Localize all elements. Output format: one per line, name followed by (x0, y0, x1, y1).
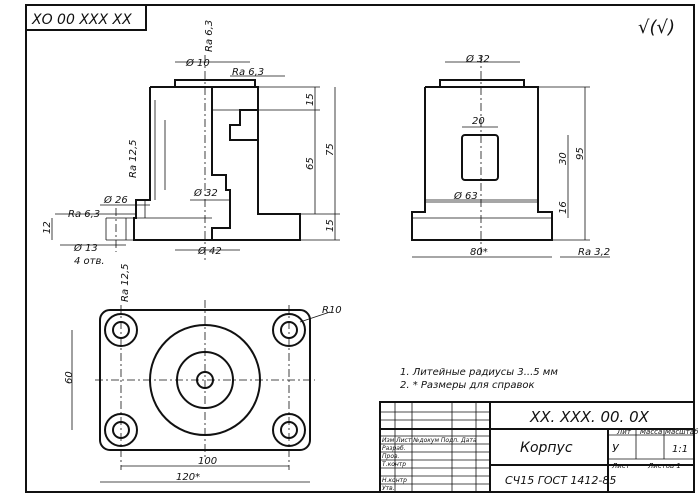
row-razrab: Разраб. (382, 445, 406, 452)
dim-75: 75 (325, 143, 336, 156)
dim-12: 12 (42, 221, 53, 234)
dim-20: 20 (472, 116, 485, 127)
dim-4-holes: 4 отв. (74, 256, 105, 267)
roughness-ra-125-lower: Ra 12,5 (120, 263, 131, 302)
note-1: 1. Литейные радиусы 3...5 мм (400, 367, 558, 378)
front-view (105, 55, 301, 260)
dim-30: 30 (558, 152, 569, 165)
top-view-dimensions: R10 60 100 120* (64, 305, 342, 483)
dim-80-ref: 80* (470, 247, 488, 258)
roughness-general-mark: √(√) (638, 17, 675, 38)
front-view-dimensions: Ø 10 Ra 6,3 Ra 6,3 15 65 75 15 Ra 12,5 Ø… (42, 20, 340, 302)
sheet-label: Лист (611, 462, 631, 470)
top-view (95, 300, 315, 470)
row-nkontr: Н.контр (382, 477, 407, 484)
dim-r10: R10 (322, 305, 342, 316)
dim-120-ref: 120* (176, 472, 200, 483)
dim-d32: Ø 32 (193, 187, 218, 199)
dim-100: 100 (198, 456, 217, 467)
row-izm: Изм Лист №докум Подп. Дата (382, 437, 477, 444)
roughness-ra-125-upper: Ra 12,5 (128, 139, 139, 178)
row-tkontr: Т.контр (382, 461, 406, 468)
dim-95: 95 (575, 147, 586, 160)
dim-16: 16 (558, 201, 569, 214)
dim-15-top: 15 (305, 93, 316, 106)
rotated-designation: ХО 00 ХХХ ХХ (31, 12, 132, 28)
roughness-ra-63-vertical: Ra 6,3 (204, 20, 215, 52)
row-prov: Пров. (382, 453, 400, 460)
side-view-dimensions: Ø 32 20 95 30 16 Ø 63 80* Ra 3,2 (412, 53, 610, 258)
title-designation: ХХ. ХХХ. 00. 0Х (529, 408, 650, 426)
scale-value: 1:1 (672, 444, 688, 455)
roughness-ra-32: Ra 3,2 (578, 247, 610, 258)
col-scale: Масштаб (665, 428, 699, 436)
row-utv: Утв. (382, 485, 395, 492)
dim-d63: Ø 63 (453, 190, 478, 202)
dim-60: 60 (64, 371, 75, 384)
dim-d26: Ø 26 (103, 194, 128, 206)
side-view (411, 55, 553, 255)
roughness-ra-63-left: Ra 6,3 (68, 209, 100, 220)
title-material: СЧ15 ГОСТ 1412-85 (505, 474, 616, 487)
dim-d42: Ø 42 (197, 245, 222, 257)
dim-d13: Ø 13 (73, 242, 98, 254)
roughness-ra-63-top: Ra 6,3 (232, 67, 264, 78)
col-lit: Лит (616, 428, 632, 436)
col-mass: Масса (640, 428, 662, 436)
title-block: ХХ. ХХХ. 00. 0Х Корпус СЧ15 ГОСТ 1412-85… (379, 401, 699, 493)
dim-15-bottom: 15 (325, 219, 336, 232)
dim-65: 65 (305, 157, 316, 170)
title-part-name: Корпус (520, 440, 573, 456)
dim-d10: Ø 10 (185, 57, 210, 69)
sheets-label: Листов 1 (647, 462, 681, 470)
drawing-frame (25, 4, 695, 493)
designation-box (25, 4, 147, 31)
note-2: 2. * Размеры для справок (400, 380, 535, 391)
lit-value: У (612, 442, 620, 455)
dim-d32-side: Ø 32 (465, 53, 490, 65)
